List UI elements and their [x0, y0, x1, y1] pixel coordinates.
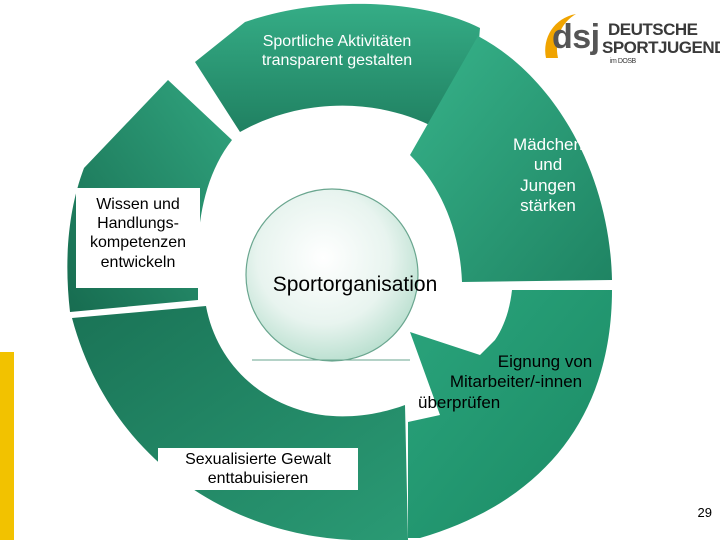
segment-top: [195, 3, 480, 151]
accent-bar: [0, 352, 14, 540]
segment-arrow-check: [408, 290, 612, 538]
label-center: Sportorganisation: [272, 273, 438, 296]
label-arrow-line: Mitarbeiter/-innen: [449, 372, 583, 392]
label-arrow-line: Eignung von: [497, 352, 593, 371]
left-label-box: [76, 188, 200, 288]
label-bottom-line: enttabuisieren: [207, 470, 309, 488]
label-left: Wissen und Handlungs- kompetenzen entwic…: [70, 195, 206, 272]
logo-line2: SPORTJUGEND: [602, 38, 720, 57]
label-bottom: Sexualisierte Gewalt enttabuisieren: [158, 448, 358, 491]
label-top: Sportliche Aktivitäten transparent gesta…: [261, 33, 413, 70]
label-arrow: Eignung von Mitarbeiter/-innen überprüfe…: [410, 352, 620, 413]
label-right: Mädchen und Jungen stärken: [488, 135, 608, 217]
logo-line1: DEUTSCHE: [608, 20, 698, 39]
segment-right: [410, 36, 612, 282]
label-right-line: und: [533, 155, 563, 175]
label-arrow-line: überprüfen: [418, 392, 501, 412]
label-left-line: kompetenzen: [89, 234, 187, 252]
label-right-line: stärken: [520, 196, 576, 216]
label-left-line: Wissen und: [96, 196, 180, 213]
label-left-line: Handlungs-: [97, 215, 179, 233]
dsj-logo: dsj DEUTSCHE SPORTJUGEND im DOSB: [540, 8, 720, 68]
label-bottom-line: Sexualisierte Gewalt: [185, 451, 331, 468]
logo-mark: [545, 14, 576, 58]
logo-mark-text: dsj: [552, 18, 600, 56]
center-circle: [245, 188, 419, 362]
logo-line3: im DOSB: [610, 58, 636, 65]
label-left-line: entwickeln: [100, 253, 176, 271]
label-right-line: Jungen: [520, 175, 576, 195]
label-right-line: Mädchen: [513, 135, 583, 154]
page-number: 29: [697, 505, 712, 520]
